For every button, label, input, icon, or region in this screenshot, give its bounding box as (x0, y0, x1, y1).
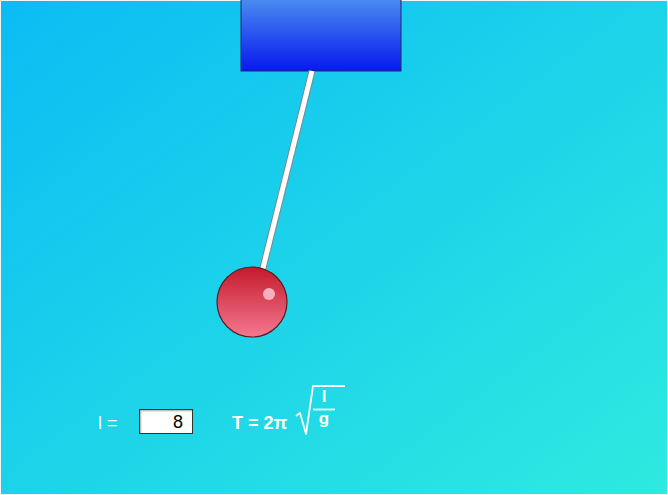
formula-text: l = (98, 414, 118, 432)
bob-highlight (263, 288, 275, 300)
pivot-block (241, 0, 401, 71)
formula-text: l (322, 388, 327, 405)
formula-text: g (319, 410, 329, 427)
label-text: g (319, 409, 329, 428)
rod-outline (262, 71, 312, 272)
input-value: 8 (146, 413, 183, 431)
pendulum-rod (262, 71, 312, 272)
label-text: l (322, 387, 327, 406)
label-text: T = 2π (232, 413, 287, 433)
formula-text: T = 2π (232, 414, 287, 432)
pendulum-bob (217, 267, 287, 337)
label-text: l = (98, 413, 118, 433)
length-input: 8 (139, 409, 193, 434)
square-root-sign (296, 386, 345, 434)
